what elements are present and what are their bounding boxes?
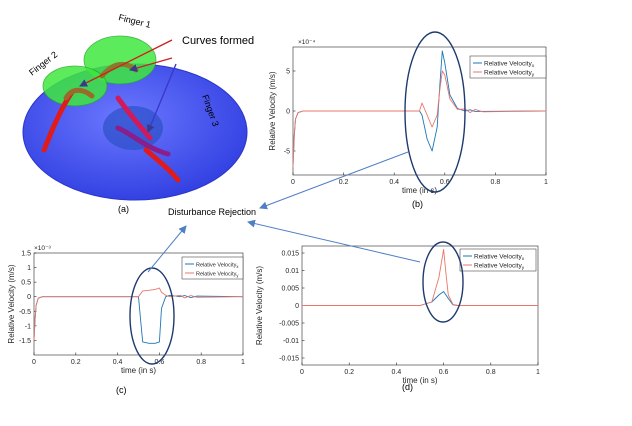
pointer-arrow-3 [146,63,177,133]
legend-box [469,55,547,79]
series-line-y [292,70,547,168]
chart-c: 0 0.2 0.4 0.6 0.8 1 -1.5 -1 -0.5 0 0.5 1 1.5 time (in… [7,245,245,375]
highlight-ellipse-b [404,31,466,193]
finger-2-sphere [42,65,108,107]
y-tick-label: 0.005 [281,286,299,293]
caption-a: (a) [118,204,129,214]
curves-formed-label: Curves formed [182,35,254,47]
x-tick-label: 1 [241,359,245,366]
y-axis-label: Relative Velocity (m/s) [268,71,277,150]
y-exponent-label: ×10⁻³ [34,245,51,252]
x-axis-label: time (in s) [121,366,156,375]
disturbance-rejection-label: Disturbance Rejection [168,207,256,217]
x-tick-label: 0.8 [196,359,206,366]
y-axis-label: Relative Velocity (m/s) [255,266,264,345]
x-tick-label: 0.8 [486,369,496,376]
pointer-arrow-1 [79,39,173,87]
y-tick-label: -0.005 [279,321,299,328]
highlight-ellipse-c [129,267,175,365]
y-tick-label: 0 [27,294,31,301]
caption-c: (c) [116,385,127,395]
y-tick-label: 0.015 [281,251,299,258]
y-tick-label: -1.5 [19,338,31,345]
x-tick-label: 0 [32,359,36,366]
x-tick-label: 1 [536,369,540,376]
contact-region-finger-3 [103,106,163,150]
caption-d: (d) [402,382,413,392]
x-tick-label: 0.6 [439,369,449,376]
highlight-ellipse-d [422,241,464,323]
curve-purple-bottom [115,125,171,157]
x-tick-label: 0.8 [491,179,501,186]
y-tick-label: 0 [286,109,290,116]
chart-d: 0 0.2 0.4 0.6 0.8 1 -0.015 -0.01 -0.005 0 0.005 0.0… [255,245,540,385]
chart-b: 0 0.2 0.4 0.6 0.8 1 -5 0 5 time (in s) Relative Ve… [268,39,548,195]
curve-red-bottom [143,147,181,183]
legend-entry: Relative Velocityx [474,253,525,262]
legend-entry: Relative Velocityy [484,69,535,78]
y-tick-label: 0.5 [21,280,31,287]
series-line-x [302,291,538,306]
arrow-from-d [247,219,421,263]
y-tick-label: 1.5 [21,251,31,258]
legend-entry: Relative Velocityy [474,262,525,271]
series-line-y [33,287,244,341]
curve-olive-left [63,87,95,101]
y-exponent-label: ×10⁻⁴ [298,39,315,46]
legend-box [181,256,244,280]
y-tick-label: -1 [25,323,31,330]
y-tick-label: 1 [27,265,31,272]
finger-1-label: Finger 1 [118,12,152,30]
y-tick-label: 0.01 [285,268,299,275]
y-tick-label: 5 [286,69,290,76]
y-tick-label: -0.015 [279,356,299,363]
arrow-from-c [147,225,187,273]
x-tick-label: 0.6 [440,179,450,186]
x-tick-label: 0.2 [71,359,81,366]
y-tick-label: -0.5 [19,309,31,316]
legend-entry: Relative Velocityy [196,271,239,278]
legend-entry: Relative Velocityx [484,60,535,69]
x-tick-label: 0 [291,179,295,186]
x-tick-label: 0.4 [113,359,123,366]
y-tick-label: 0 [295,303,299,310]
x-tick-label: 0.4 [389,179,399,186]
x-tick-label: 0.6 [155,359,165,366]
arrow-from-b [259,151,409,210]
x-tick-label: 0 [300,369,304,376]
y-axis-label: Relative Velocity (m/s) [7,264,16,343]
curve-red-right [115,95,153,141]
y-tick-label: -0.01 [283,338,299,345]
x-axis-label: time (in s) [402,376,437,385]
x-tick-label: 0.2 [339,179,349,186]
x-tick-label: 0.4 [392,369,402,376]
x-axis-label: time (in s) [402,186,437,195]
y-tick-label: -5 [284,149,290,156]
panel-a-illustration: Finger 1 Finger 2 Finger 3 Curves formed… [22,12,254,214]
x-tick-label: 1 [544,179,548,186]
legend-entry: Relative Velocityx [196,262,239,269]
x-tick-label: 0.2 [344,369,354,376]
series-line-x [33,294,244,344]
finger-1-sphere [83,35,157,85]
caption-b: (b) [412,199,423,209]
pointer-arrow-2 [129,57,173,72]
